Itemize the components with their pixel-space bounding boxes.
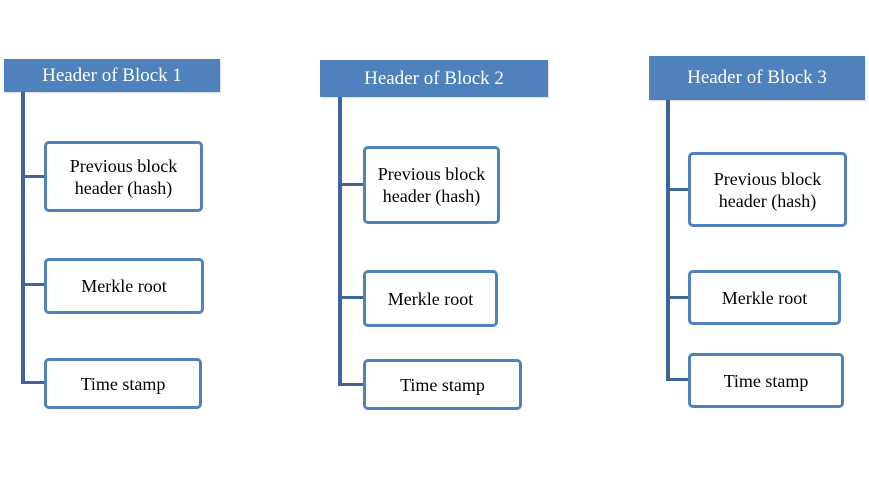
block-2-connector-branch bbox=[338, 296, 365, 299]
block-2-merkle-root-field: Merkle root bbox=[363, 270, 498, 327]
block-1-connector-trunk bbox=[21, 92, 25, 384]
block-3-header: Header of Block 3 bbox=[649, 56, 865, 100]
block-1-connector-branch bbox=[21, 283, 46, 286]
block-1-merkle-root-field: Merkle root bbox=[44, 258, 204, 314]
block-2-header: Header of Block 2 bbox=[320, 60, 548, 97]
block-2-previous-hash-field: Previous block header (hash) bbox=[363, 146, 500, 224]
block-1-timestamp-field: Time stamp bbox=[44, 358, 202, 409]
block-3-connector-branch bbox=[666, 188, 690, 191]
block-1-header: Header of Block 1 bbox=[4, 59, 220, 92]
block-2-connector-branch bbox=[338, 383, 365, 386]
block-2-connector-branch bbox=[338, 183, 365, 186]
block-3-merkle-root-field: Merkle root bbox=[688, 270, 841, 325]
block-2-timestamp-field: Time stamp bbox=[363, 359, 522, 410]
block-1-previous-hash-field: Previous block header (hash) bbox=[44, 141, 203, 212]
block-3-connector-trunk bbox=[666, 100, 670, 381]
block-1-connector-branch bbox=[21, 381, 46, 384]
block-3-timestamp-field: Time stamp bbox=[688, 353, 844, 408]
block-3-connector-branch bbox=[666, 378, 690, 381]
block-2-connector-trunk bbox=[338, 97, 342, 386]
block-3-previous-hash-field: Previous block header (hash) bbox=[688, 152, 847, 227]
block-3-connector-branch bbox=[666, 296, 690, 299]
block-1-connector-branch bbox=[21, 175, 46, 178]
